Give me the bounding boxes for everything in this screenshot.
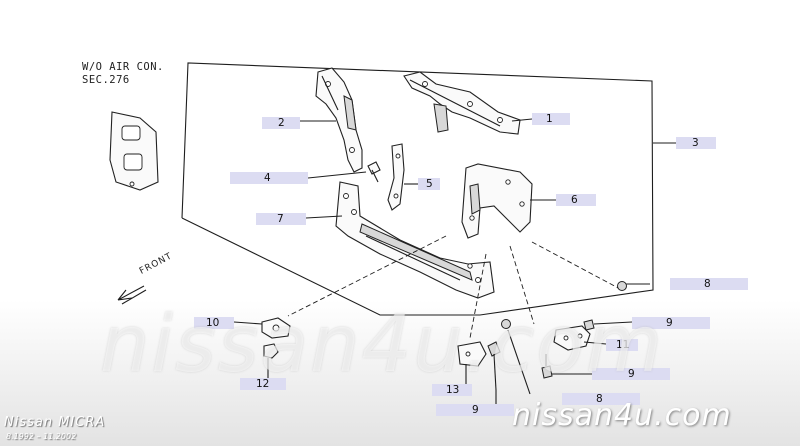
callout-10-number: 10 — [206, 317, 220, 329]
grommet-part-12 — [263, 343, 279, 359]
callout-4[interactable]: 4 — [230, 172, 308, 184]
callout-1[interactable]: 1 — [532, 113, 570, 125]
callout-7[interactable]: 7 — [256, 213, 306, 225]
callout-5[interactable]: 5 — [418, 178, 440, 190]
dash-line-a — [287, 235, 447, 317]
aircon-note: W/O AIR CON. SEC.276 — [82, 61, 164, 87]
callout-6-number: 6 — [571, 194, 578, 206]
callout-2-number: 2 — [278, 117, 285, 129]
callout-12-number: 12 — [256, 378, 270, 390]
callout-8-lower-number: 8 — [596, 393, 603, 405]
leader-1 — [511, 118, 533, 122]
model-years: 8.1992 – 11.2002 — [6, 432, 77, 441]
callout-3-number: 3 — [692, 137, 699, 149]
aircon-panel-part — [109, 111, 159, 191]
assembly-outline — [181, 62, 654, 316]
leader-8b — [507, 329, 531, 395]
front-arrow-icon — [117, 285, 147, 305]
callout-10[interactable]: 10 — [194, 317, 234, 329]
callout-11-number: 11 — [616, 339, 630, 351]
leader-10 — [233, 321, 263, 325]
side-member-left-part — [315, 67, 363, 173]
callout-13-number: 13 — [446, 384, 460, 396]
watermark-large: nissan4u.com — [100, 300, 665, 390]
callout-7-number: 7 — [277, 213, 284, 225]
leader-7 — [305, 215, 343, 219]
bolt-part-9-upper — [583, 319, 595, 331]
dash-line-d — [531, 241, 623, 291]
callout-4-number: 4 — [264, 172, 271, 184]
leader-11 — [583, 341, 607, 345]
bracket-part-5 — [387, 143, 405, 211]
callout-9-mid[interactable]: 9 — [592, 368, 670, 380]
watermark-small: nissan4u.com — [512, 398, 732, 433]
bracket-part-10 — [261, 317, 291, 339]
aircon-note-line2: SEC.276 — [82, 74, 130, 86]
bracket-part-11 — [553, 325, 591, 351]
callout-9-lower[interactable]: 9 — [436, 404, 514, 416]
callout-9-lower-number: 9 — [472, 404, 479, 416]
callout-8-upper-number: 8 — [704, 278, 711, 290]
callout-13[interactable]: 13 — [432, 384, 472, 396]
bracket-part-13 — [457, 341, 487, 367]
callout-8-upper[interactable]: 8 — [670, 278, 748, 290]
callout-6[interactable]: 6 — [556, 194, 596, 206]
callout-3[interactable]: 3 — [676, 137, 716, 149]
model-name: Nissan MICRA — [4, 415, 106, 430]
callout-11[interactable]: 11 — [606, 339, 638, 351]
bolt-part-9-mid — [541, 354, 553, 379]
bolt-part-9-lower — [487, 341, 501, 391]
dash-line-c — [509, 245, 535, 325]
nut-part-8-upper — [617, 281, 627, 291]
aircon-note-line1: W/O AIR CON. — [82, 61, 164, 73]
bolt-part-4 — [367, 161, 381, 183]
callout-9-upper-number: 9 — [666, 317, 673, 329]
dash-line-b — [469, 253, 487, 339]
leader-9a — [593, 321, 633, 325]
upper-support-part — [403, 71, 521, 135]
side-member-right-part — [461, 163, 533, 239]
lower-member-part — [335, 181, 495, 299]
callout-9-mid-number: 9 — [628, 368, 635, 380]
callout-9-upper[interactable]: 9 — [632, 317, 710, 329]
callout-5-number: 5 — [426, 178, 433, 190]
callout-12[interactable]: 12 — [240, 378, 286, 390]
callout-2[interactable]: 2 — [262, 117, 300, 129]
leader-4 — [307, 171, 367, 179]
callout-8-lower[interactable]: 8 — [562, 393, 640, 405]
callout-1-number: 1 — [546, 113, 553, 125]
nut-part-8-lower — [501, 319, 511, 329]
